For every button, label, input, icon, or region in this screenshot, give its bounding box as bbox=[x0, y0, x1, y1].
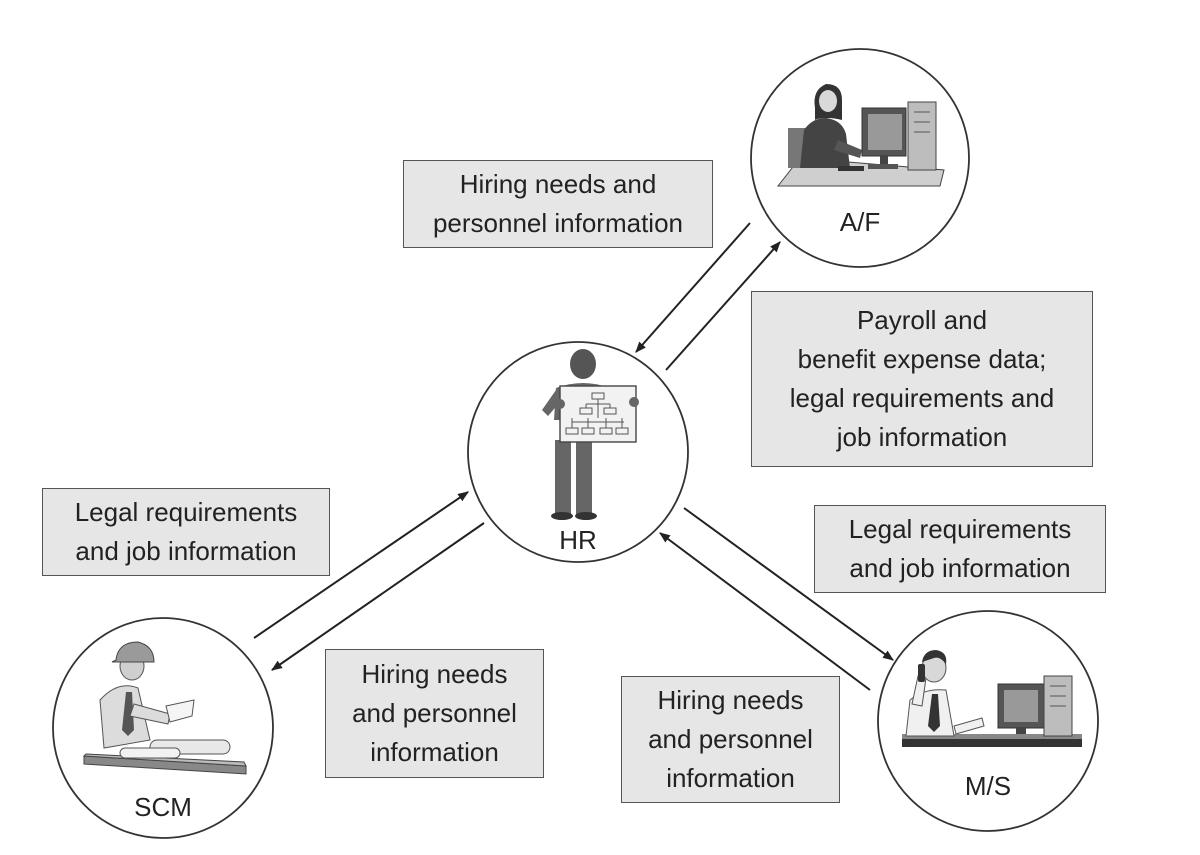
office-worker-computer-icon bbox=[776, 84, 945, 187]
scm-node-label: SCM bbox=[134, 792, 192, 822]
flow-text-line: Legal requirements bbox=[74, 497, 298, 527]
arrow-hr-to-af bbox=[665, 241, 781, 371]
flow-text-line: and personnel bbox=[352, 698, 517, 728]
person-holding-org-chart-icon bbox=[542, 349, 639, 520]
af-to-hr-flow-box: Hiring needs and personnel information bbox=[403, 160, 713, 248]
ms-to-hr-flow-box: Hiring needs and personnel information bbox=[621, 676, 840, 803]
flow-text-line: Payroll and bbox=[856, 305, 988, 335]
arrow-hr-to-scm bbox=[271, 522, 485, 671]
flow-text-line: and personnel bbox=[648, 724, 813, 754]
flow-text-line: Legal requirements bbox=[848, 514, 1072, 544]
hr-to-scm-flow-box: Legal requirements and job information bbox=[42, 488, 330, 576]
flow-text-line: job information bbox=[836, 422, 1008, 452]
arrow-hr-to-ms bbox=[683, 507, 894, 661]
flow-text-line: information bbox=[370, 737, 499, 767]
flow-text-line: Hiring needs bbox=[657, 685, 804, 715]
flow-text-line: information bbox=[666, 763, 795, 793]
arrow-scm-to-hr bbox=[253, 491, 469, 639]
flow-text-line: Hiring needs and bbox=[459, 169, 657, 199]
flow-text-line: Hiring needs bbox=[361, 659, 508, 689]
flow-text-line: and job information bbox=[849, 553, 1071, 583]
hr-to-ms-flow-box: Legal requirements and job information bbox=[814, 505, 1106, 593]
arrows bbox=[253, 222, 894, 691]
flow-text-line: and job information bbox=[75, 536, 297, 566]
businessman-phone-computer-icon bbox=[902, 650, 1082, 747]
flow-text-line: benefit expense data; bbox=[797, 344, 1047, 374]
af-node-label: A/F bbox=[839, 207, 881, 237]
scm-to-hr-flow-box: Hiring needs and personnel information bbox=[325, 649, 544, 778]
arrow-af-to-hr bbox=[635, 222, 751, 353]
hr-node-label: HR bbox=[559, 525, 597, 555]
flow-text-line: personnel information bbox=[432, 208, 684, 238]
ms-node-label: M/S bbox=[964, 771, 1012, 801]
scm-node-circle bbox=[52, 617, 274, 839]
flow-text-line: legal requirements and bbox=[789, 383, 1055, 413]
arrow-ms-to-hr bbox=[659, 532, 871, 691]
hr-to-af-flow-box: Payroll and benefit expense data; legal … bbox=[751, 291, 1093, 467]
construction-worker-blueprint-icon bbox=[82, 641, 247, 775]
